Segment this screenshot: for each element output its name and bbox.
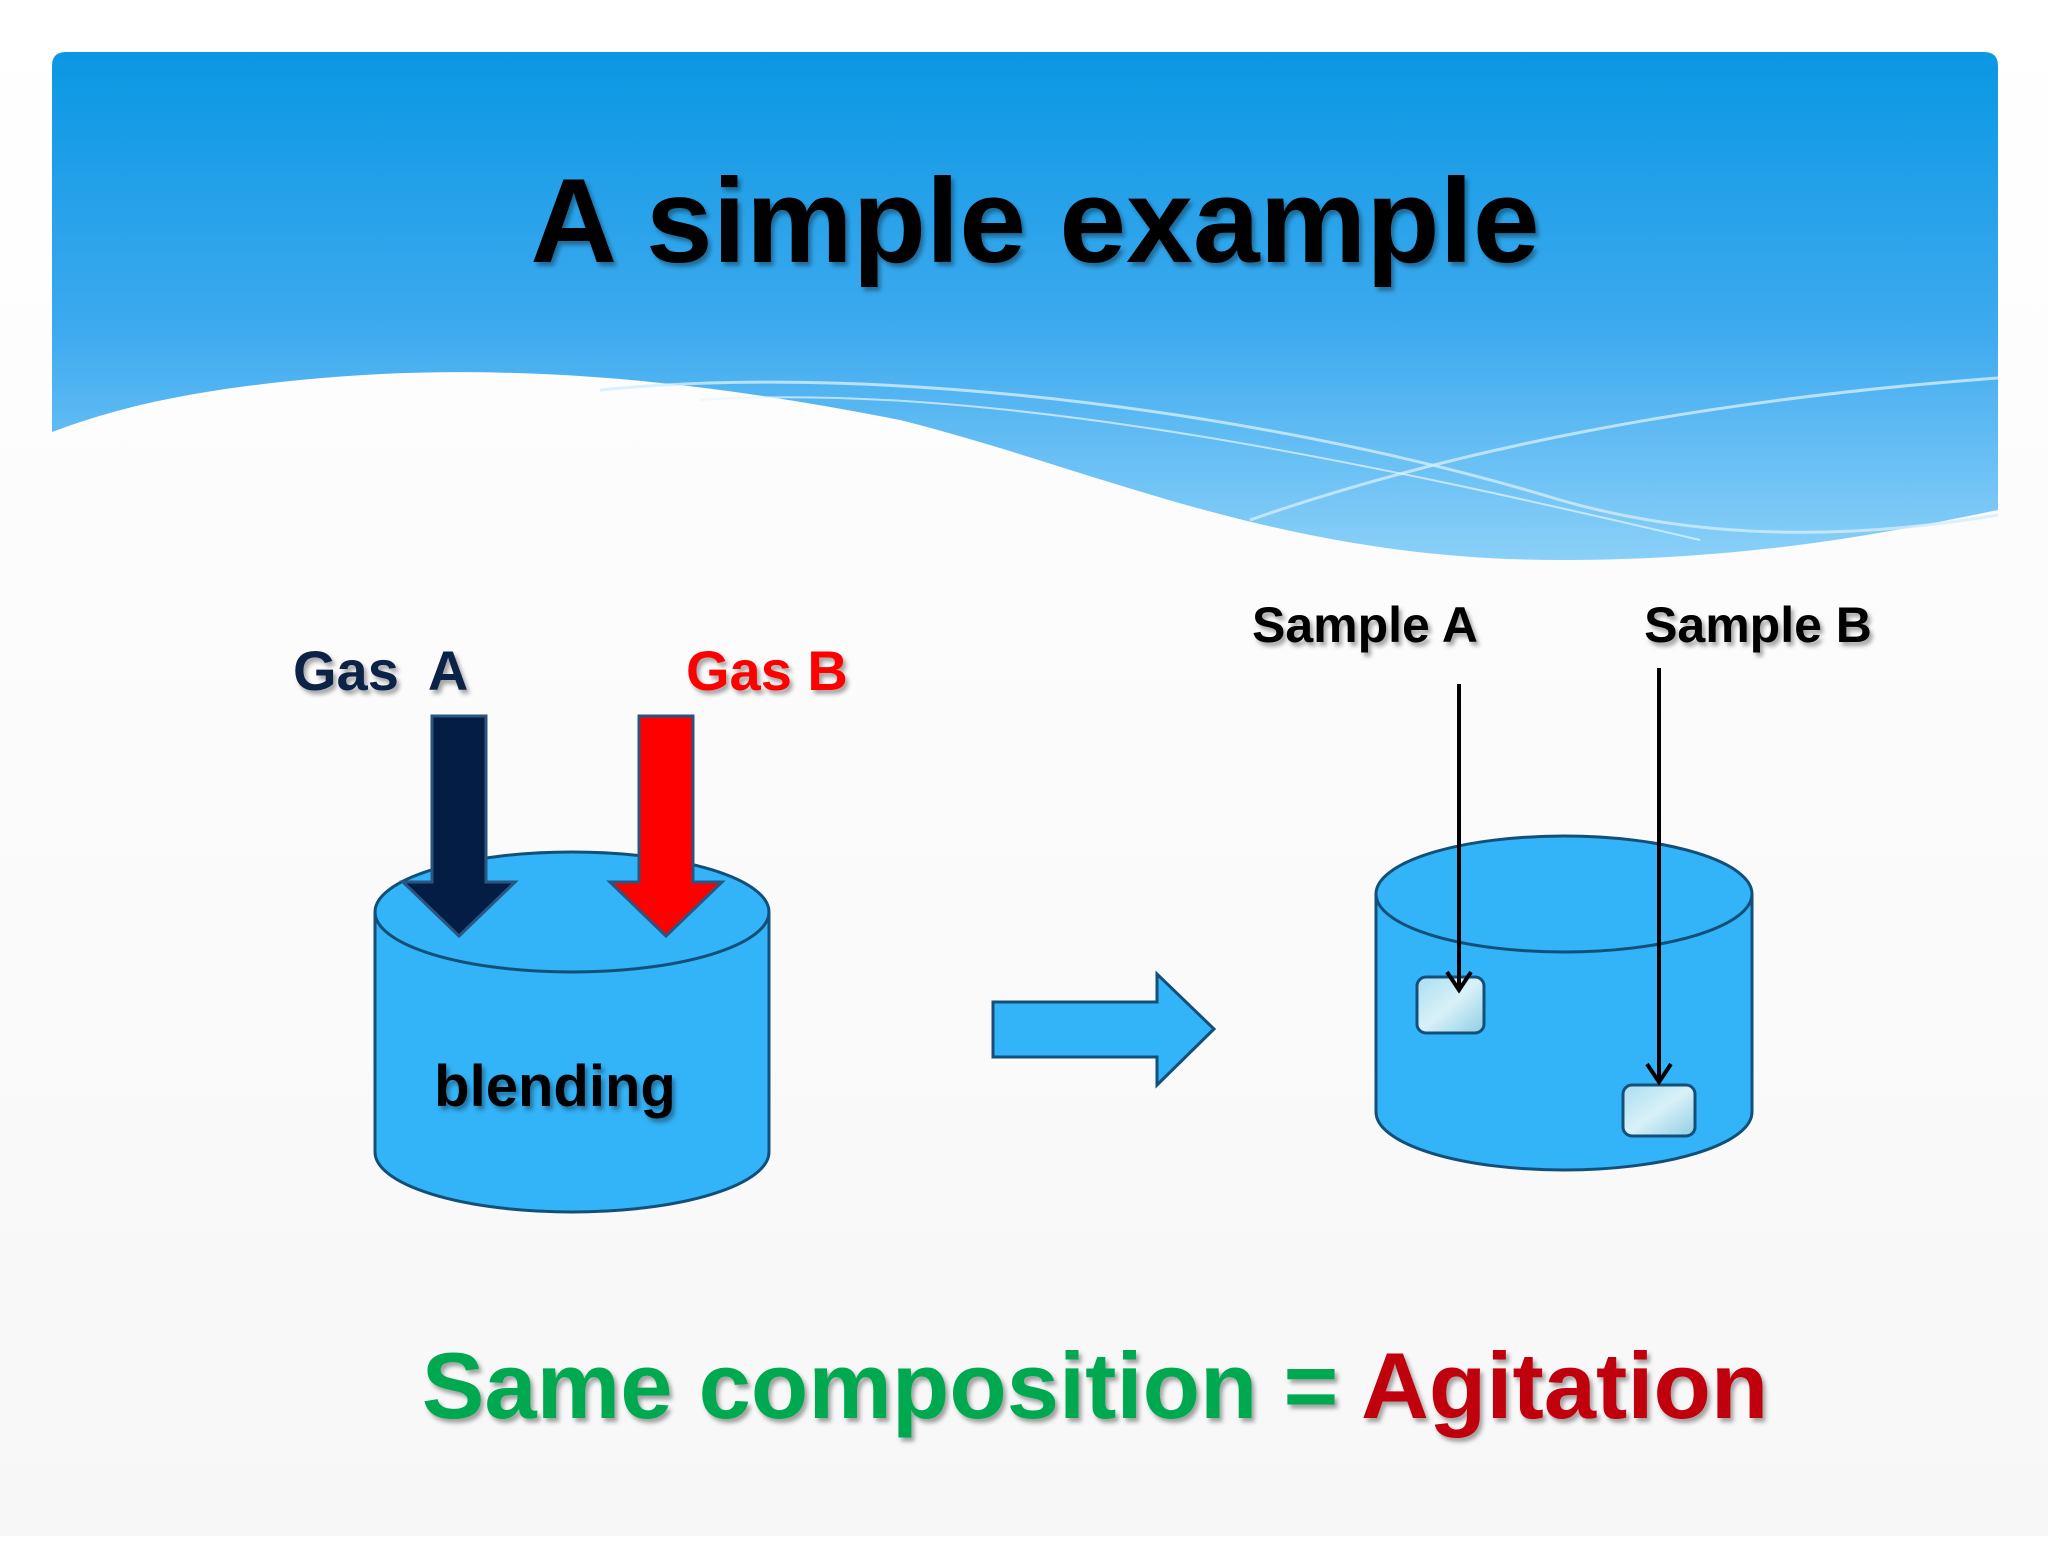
gas-a-arrow (399, 714, 519, 939)
sample-b-box (1621, 1083, 1697, 1138)
header-wave-line-1 (599, 380, 1999, 534)
sample-tank-top (1374, 834, 1754, 954)
gas-b-arrow (606, 714, 726, 939)
sample-b-label: Sample B (1644, 597, 1872, 653)
sample-a-pointer-head (1445, 970, 1473, 994)
conclusion-line: Same composition = Agitation (422, 1333, 1769, 1438)
sample-a-box (1415, 975, 1486, 1035)
slide-title: A simple example (530, 154, 1539, 288)
gas-a-label: Gas A (293, 639, 468, 702)
blending-label: blending (434, 1054, 676, 1119)
blending-tank: blending (373, 850, 771, 1214)
process-arrow (991, 970, 1217, 1089)
gas-b-label: Gas B (686, 639, 848, 702)
sample-a-label: Sample A (1252, 597, 1478, 653)
header-wave-line-3 (699, 396, 1701, 541)
header-band (52, 52, 1998, 560)
conclusion-equals: = (1257, 1333, 1361, 1438)
blending-tank-body (373, 912, 771, 1214)
sample-b-pointer-head (1645, 1062, 1673, 1086)
header-wave-line-2 (1249, 376, 1999, 522)
conclusion-right: Agitation (1361, 1333, 1768, 1438)
conclusion-left: Same composition (422, 1333, 1258, 1438)
